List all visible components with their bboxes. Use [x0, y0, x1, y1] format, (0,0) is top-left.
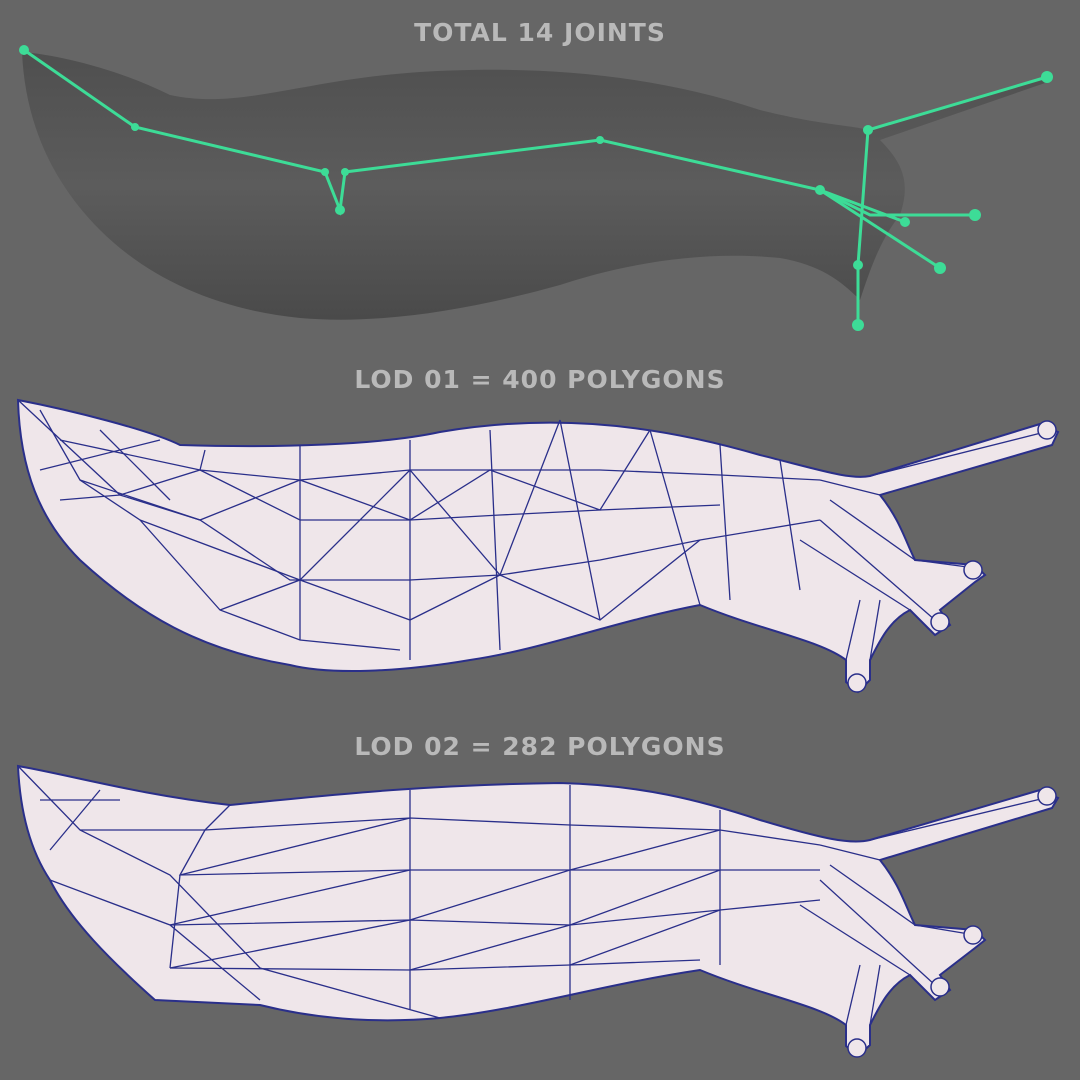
lod01-view [0, 395, 1080, 700]
slug-lod01-wireframe [16, 398, 1060, 694]
lod02-title: LOD 02 = 282 POLYGONS [354, 732, 726, 761]
slug-skeleton-illustration [19, 45, 1053, 331]
lod02-tips [847, 786, 1057, 1058]
lod01-mesh-lines [17, 399, 1046, 661]
lod02-view [0, 762, 1080, 1072]
lod02-mesh-lines [17, 765, 1046, 1026]
joint-markers [19, 45, 1053, 331]
rig-view [0, 40, 1080, 340]
slug-body-shaded [22, 52, 1048, 320]
rig-title: TOTAL 14 JOINTS [414, 18, 666, 47]
lod02-surface [16, 764, 1060, 1058]
slug-lod02-wireframe [16, 764, 1060, 1058]
lod01-tips [847, 420, 1057, 693]
lod01-title: LOD 01 = 400 POLYGONS [354, 365, 726, 394]
lod01-surface [16, 398, 1060, 694]
